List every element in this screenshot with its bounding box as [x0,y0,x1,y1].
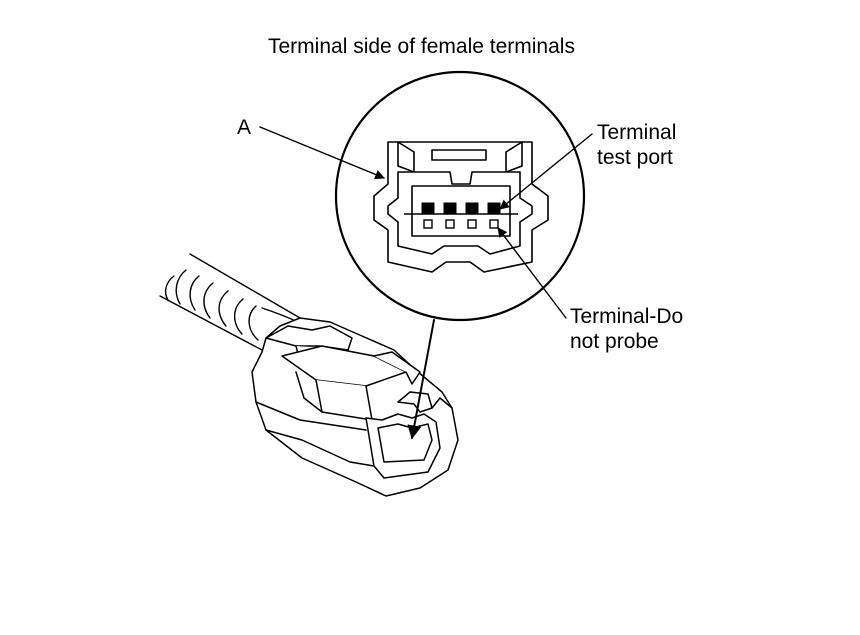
test-port-1 [421,202,435,215]
callout-test-port-line-2: test port [597,146,673,169]
terminal-test-ports [421,202,501,215]
callout-connector-a: A [237,116,252,139]
callout-test-port-line-1: Terminal [597,121,677,144]
test-port-2 [443,202,457,215]
terminal-4 [489,219,499,229]
diagram-title: Terminal side of female terminals [268,35,575,58]
callout-do-not-probe-line-2: not probe [570,330,659,353]
female-terminals [423,219,499,229]
connector-housing [251,317,459,497]
test-port-4 [487,202,501,215]
leader-a [259,126,385,180]
connector-face [373,141,549,273]
leader-test-port [499,133,593,210]
terminal-1 [423,219,433,229]
terminal-3 [467,219,477,229]
callout-do-not-probe-line-1: Terminal-Do [570,305,684,328]
test-port-3 [465,202,479,215]
detail-magnifier [334,70,586,322]
zoom-pointer-arrow [407,319,435,440]
terminal-2 [445,219,455,229]
leader-do-not-probe [497,227,567,319]
